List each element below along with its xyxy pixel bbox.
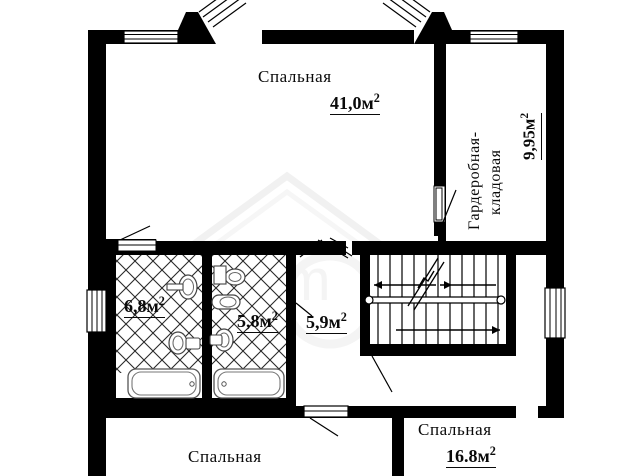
door-closet	[433, 185, 457, 223]
window-right-wall	[544, 287, 566, 339]
leader-lines-central	[299, 237, 349, 258]
room-area-bedroom-bottom-right: 16.8м2	[446, 443, 496, 468]
room-name-wardrobe-line1: Гардеробная-	[466, 131, 483, 230]
wall-bathroom-left-outer	[106, 255, 116, 400]
wall-central-band-right	[352, 241, 546, 255]
wall-bottom-bedrooms-divider	[392, 418, 404, 476]
window-top-left	[123, 30, 179, 44]
room-label-bedroom-bottom-right: Спальная 16.8м2	[418, 421, 496, 468]
wall-bottom-band-right	[538, 406, 564, 418]
door-stair-lower	[371, 355, 393, 393]
wall-bottom-band-mid	[304, 406, 516, 418]
room-label-bedroom-bottom-left: Спальная	[188, 448, 262, 466]
toilet-bathroom-left	[168, 331, 201, 355]
leader-line-stair-area	[295, 302, 313, 317]
room-area-staircase-hall: 5,9м2	[306, 310, 347, 334]
window-left-wall	[86, 289, 107, 333]
wall-stair-bottom	[360, 344, 516, 356]
room-label-staircase-hall: 5,9м2	[306, 311, 347, 334]
door-bathroom-left	[117, 225, 157, 252]
wall-stair-right	[506, 255, 516, 353]
bathroom-right-room	[209, 255, 286, 399]
room-area-master-bedroom: 41,0м2	[330, 90, 380, 115]
wall-stair-left	[360, 255, 370, 355]
window-closet-top	[469, 30, 519, 44]
windows	[86, 0, 566, 418]
room-area-wardrobe: 9,95м2	[518, 112, 542, 160]
door-staircase	[317, 239, 353, 259]
room-name-bedroom-bottom-right: Спальная	[418, 420, 492, 439]
stair-handrail	[364, 295, 506, 305]
wall-top-middle-segment	[262, 30, 414, 44]
wall-bathroom-right-outer	[286, 255, 296, 400]
room-label-bathroom-right: 5,8м2	[237, 310, 278, 333]
doors	[117, 185, 457, 437]
bathroom-left-room	[116, 255, 202, 399]
stair-break-line	[407, 257, 445, 311]
wall-right-exterior	[546, 30, 564, 418]
wall-bottom-left-exterior	[88, 406, 106, 476]
wall-bathroom-middle	[202, 255, 212, 400]
room-area-bathroom-right: 5,8м2	[237, 309, 278, 333]
room-label-master-bedroom: Спальная 41,0м2	[258, 68, 380, 115]
bidet-bathroom-right	[211, 294, 241, 310]
window-bay-left	[198, 0, 247, 28]
sink-bathroom-right-top	[213, 265, 246, 286]
window-bay-right	[382, 0, 431, 28]
room-name-master-bedroom: Спальная	[258, 67, 332, 86]
sink-bathroom-left	[166, 274, 198, 300]
room-name-bedroom-bottom-left: Спальная	[188, 447, 262, 466]
room-label-bathroom-left: 6,8м2	[124, 295, 165, 318]
wall-central-band-mid	[156, 241, 346, 255]
door-bedroom-bottom-right	[309, 417, 339, 437]
wall-bottom-band-left	[106, 406, 304, 418]
window-bottom-wall	[303, 405, 349, 418]
bathtub-left	[127, 368, 201, 399]
bathtub-right	[213, 368, 285, 399]
stair-direction-arrows	[374, 281, 500, 334]
staircase	[364, 255, 506, 344]
toilet-bathroom-right	[209, 328, 234, 352]
room-name-wardrobe-line2: кладовая	[487, 149, 504, 215]
wall-bay-angled-left	[178, 12, 216, 44]
wall-door-jamb-center	[438, 228, 446, 242]
wall-left-exterior	[88, 30, 106, 418]
wall-bay-angled-right	[414, 12, 452, 44]
room-area-bathroom-left: 6,8м2	[124, 294, 165, 318]
